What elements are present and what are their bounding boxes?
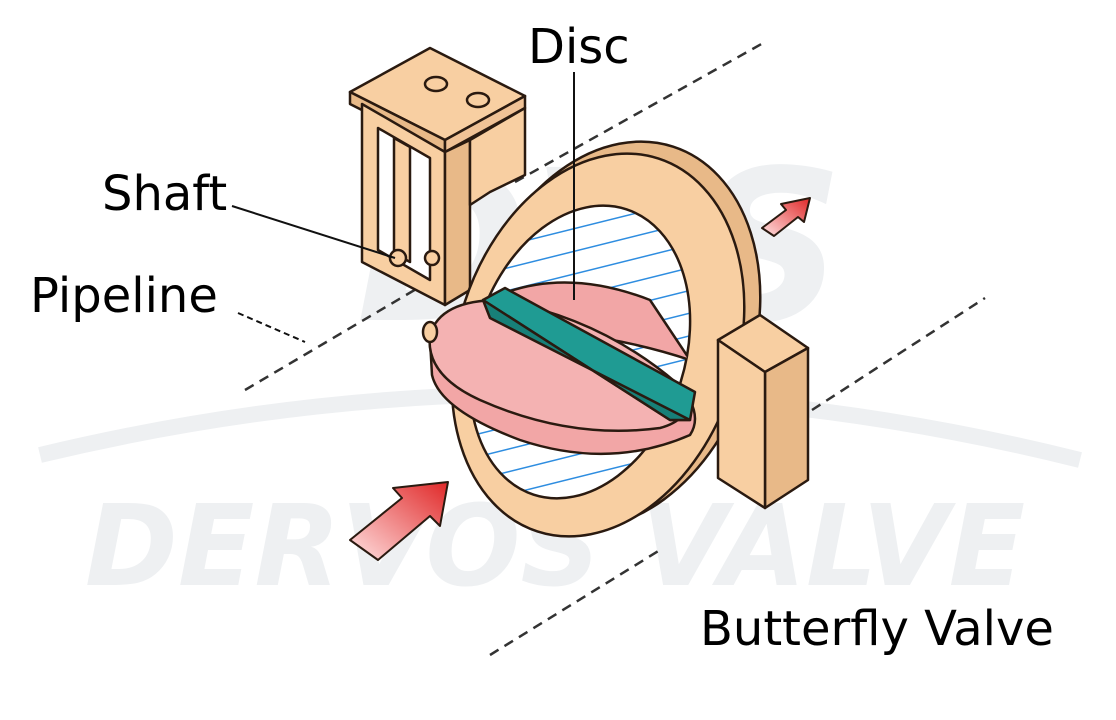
valve-boss [716, 313, 810, 510]
pipeline-lines [244, 40, 986, 657]
bracket-hole-1 [423, 75, 449, 93]
bracket-bolt-1 [388, 248, 408, 268]
label-butterfly-valve: Butterfly Valve [700, 601, 1054, 657]
leader-pipeline [237, 312, 306, 343]
label-disc: Disc [528, 19, 630, 75]
shaft-bracket [348, 46, 527, 307]
flow-arrow-inlet [349, 481, 449, 561]
pipeline-line-right-lower [811, 296, 986, 412]
label-shaft: Shaft [102, 166, 227, 222]
leader-shaft [231, 205, 396, 259]
bracket-bolt-2 [423, 249, 441, 267]
flow-arrows [349, 197, 811, 561]
pipeline-line-left-lower [244, 273, 441, 392]
label-pipeline: Pipeline [30, 268, 218, 324]
boss-side [763, 346, 810, 510]
valve-disc [428, 281, 697, 456]
bracket-hole-2 [465, 91, 491, 109]
bracket-arm [468, 106, 527, 207]
pipeline-line-right-upper [514, 40, 766, 184]
bracket-frame-side [443, 138, 472, 307]
bracket-rib [392, 136, 412, 264]
leader-lines [231, 72, 575, 343]
shaft-stub [421, 320, 439, 344]
boss-front [716, 338, 767, 510]
flow-arrow-outlet [761, 197, 811, 237]
disc-shaft-shadow [481, 298, 692, 422]
